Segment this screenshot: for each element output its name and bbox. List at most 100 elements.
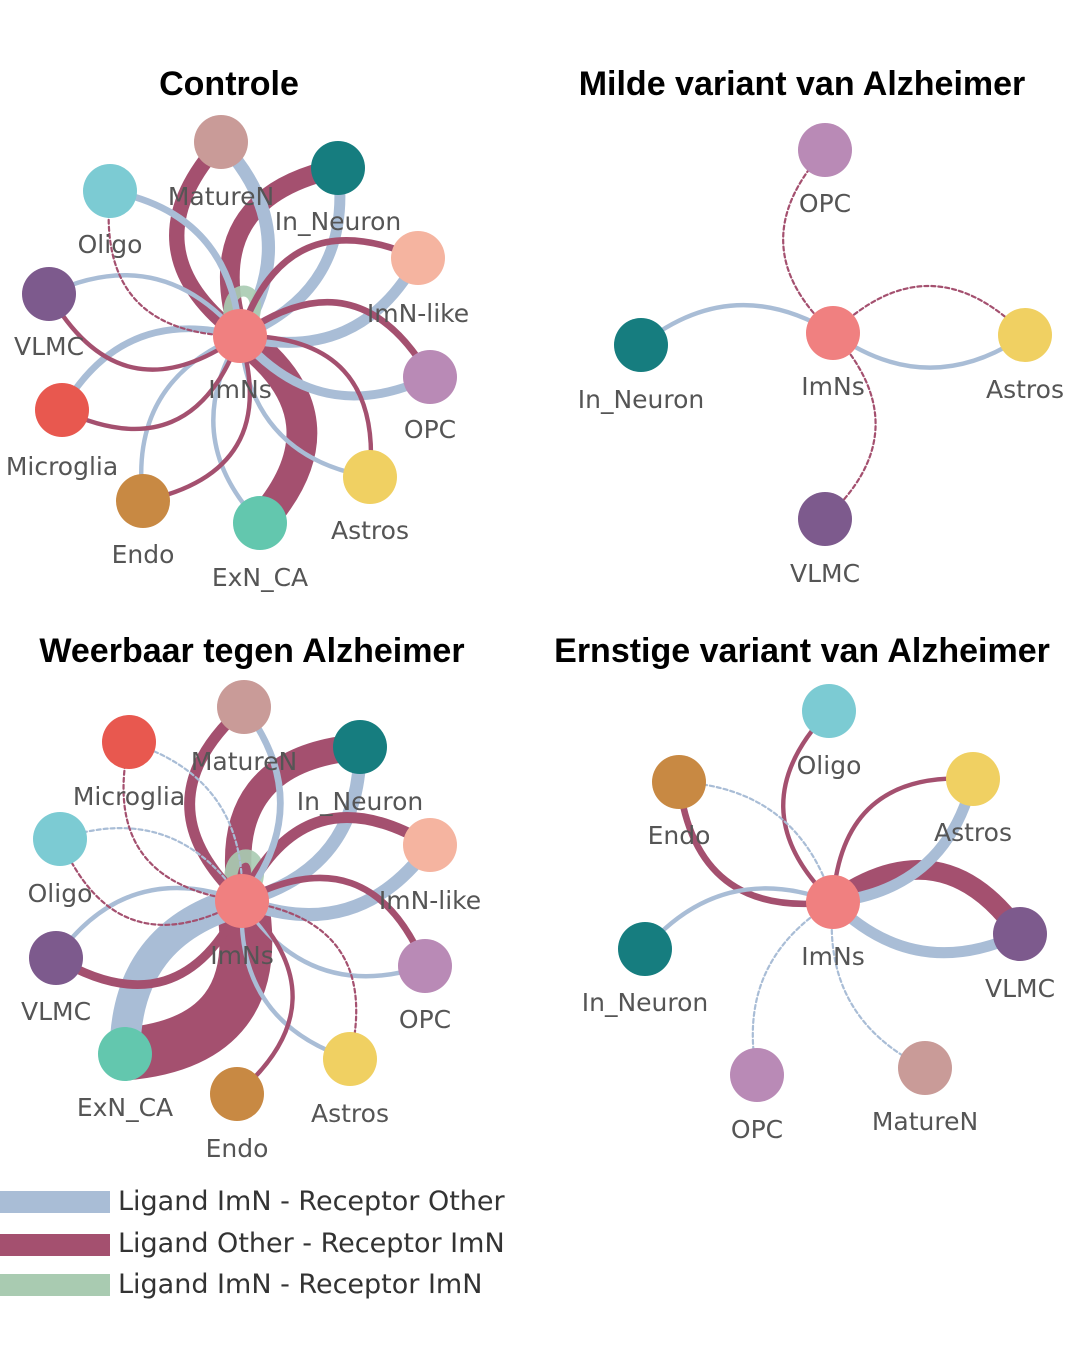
node-label-in-neuron: In_Neuron: [275, 207, 402, 236]
edge-in-neuron-imn-to-other: [234, 162, 346, 342]
edge-microglia-other-to-imn: [122, 740, 244, 903]
node-label-imns: ImNs: [210, 941, 273, 970]
node-label-oligo: Oligo: [28, 879, 93, 908]
node-in-neuron: [614, 318, 668, 372]
node-imns: [215, 874, 269, 928]
edge-oligo-other-to-imn: [58, 837, 244, 926]
node-label-opc: OPC: [399, 1005, 451, 1034]
node-opc: [403, 350, 457, 404]
node-microglia: [102, 715, 156, 769]
edge-endo-other-to-imn: [234, 898, 295, 1097]
edge-microglia-imn-to-other: [127, 740, 244, 903]
panel-weerbaar: Weerbaar tegen Alzheimer MatureNIn_Neuro…: [21, 632, 481, 1163]
node-label-oligo: Oligo: [78, 230, 143, 259]
edge-vlmc-other-to-imn: [823, 331, 877, 521]
node-maturen: [898, 1041, 952, 1095]
edge-opc-imn-to-other: [235, 331, 435, 401]
edge-microglia-other-to-imn: [59, 333, 243, 432]
legend-swatch-ligand-imn-receptor-imn: [0, 1274, 110, 1296]
node-oligo: [33, 812, 87, 866]
edge-oligo-other-to-imn: [781, 708, 836, 905]
edge-exn-ca-imn-to-other: [211, 333, 263, 526]
node-label-imn-like: ImN-like: [379, 886, 481, 915]
node-imns: [806, 306, 860, 360]
edge-opc-imn-to-other: [239, 898, 428, 979]
edge-maturen-other-to-imn: [184, 701, 250, 907]
node-label-endo: Endo: [112, 540, 175, 569]
node-label-imns: ImNs: [208, 375, 271, 404]
nodes-weerbaar: MatureNIn_NeuronImN-likeOPCAstrosEndoExN…: [21, 680, 481, 1163]
node-in-neuron: [311, 141, 365, 195]
node-label-opc: OPC: [731, 1115, 783, 1144]
node-maturen: [217, 680, 271, 734]
node-vlmc: [993, 907, 1047, 961]
node-astros: [998, 308, 1052, 362]
edge-vlmc-other-to-imn: [823, 860, 1030, 944]
panel-title-milde: Milde variant van Alzheimer: [579, 65, 1026, 103]
node-label-imns: ImNs: [801, 942, 864, 971]
node-label-maturen: MatureN: [191, 747, 297, 776]
node-label-vlmc: VLMC: [790, 559, 860, 588]
node-imn-like: [391, 231, 445, 285]
node-endo: [652, 755, 706, 809]
node-oligo: [83, 164, 137, 218]
edge-astros-other-to-imn: [237, 333, 374, 480]
edge-in-neuron-imn-to-other: [638, 302, 836, 348]
edges-controle: [46, 134, 435, 539]
node-imns: [213, 309, 267, 363]
edge-endo-imn-to-other: [139, 333, 243, 504]
panel-milde: Milde variant van Alzheimer OPCAstrosVLM…: [578, 65, 1064, 588]
edge-oligo-imn-to-other: [58, 827, 244, 903]
edge-astros-imn-to-other: [239, 898, 353, 1062]
edge-astros-other-to-imn: [240, 899, 358, 1061]
node-label-vlmc: VLMC: [21, 997, 91, 1026]
legend-swatch-ligand-imn-receptor-other: [0, 1191, 110, 1213]
node-maturen: [194, 115, 248, 169]
edge-opc-other-to-imn: [238, 874, 429, 970]
edge-maturen-other-to-imn: [169, 134, 248, 344]
edge-imn-like-imn-to-other: [235, 838, 437, 922]
node-label-opc: OPC: [404, 415, 456, 444]
node-label-exn-ca: ExN_CA: [212, 563, 308, 592]
node-endo: [116, 474, 170, 528]
edge-oligo-other-to-imn: [107, 189, 242, 338]
node-astros: [946, 752, 1000, 806]
node-opc: [730, 1048, 784, 1102]
node-label-in-neuron: In_Neuron: [578, 385, 705, 414]
node-label-endo: Endo: [648, 821, 711, 850]
node-label-imns: ImNs: [801, 372, 864, 401]
edge-vlmc-imn-to-other: [53, 885, 245, 961]
edge-exn-ca-other-to-imn: [98, 874, 273, 1081]
edge-maturen-imn-to-other: [830, 900, 927, 1070]
node-vlmc: [798, 492, 852, 546]
node-label-oligo: Oligo: [797, 751, 862, 780]
edge-endo-imn-to-other: [677, 780, 835, 904]
node-oligo: [802, 684, 856, 738]
edge-imn-like-other-to-imn: [236, 236, 422, 340]
edge-astros-imn-to-other: [237, 333, 373, 480]
node-label-astros: Astros: [331, 516, 409, 545]
node-imns: [806, 875, 860, 929]
node-microglia: [35, 383, 89, 437]
edge-oligo-imn-to-other: [106, 187, 244, 340]
edge-opc-imn-to-other: [751, 900, 835, 1077]
node-label-maturen: MatureN: [872, 1107, 978, 1136]
node-exn-ca: [98, 1027, 152, 1081]
edge-exn-ca-imn-to-other: [109, 885, 258, 1070]
node-label-microglia: Microglia: [6, 452, 118, 481]
node-exn-ca: [233, 496, 287, 550]
node-label-imn-like: ImN-like: [367, 299, 469, 328]
panel-title-weerbaar: Weerbaar tegen Alzheimer: [39, 632, 464, 670]
node-label-astros: Astros: [311, 1099, 389, 1128]
edge-maturen-imn-to-other: [238, 703, 284, 905]
edge-astros-other-to-imn: [831, 284, 1027, 337]
edge-opc-other-to-imn: [236, 298, 434, 381]
node-in-neuron: [618, 922, 672, 976]
node-label-maturen: MatureN: [168, 182, 274, 211]
legend-swatch-ligand-other-receptor-imn: [0, 1234, 110, 1256]
node-endo: [210, 1067, 264, 1121]
node-label-astros: Astros: [934, 818, 1012, 847]
